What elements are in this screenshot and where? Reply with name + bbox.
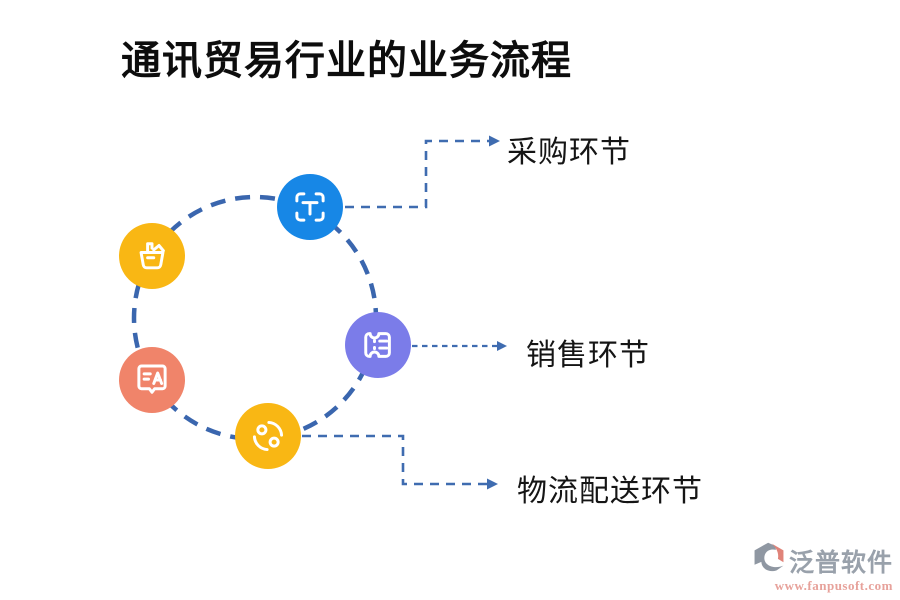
sync-cycle-icon <box>247 415 289 457</box>
fanpu-logo-icon <box>751 541 787 580</box>
procurement-arrow-icon <box>489 135 500 147</box>
sales-arrow-icon <box>497 341 507 351</box>
node-procurement <box>277 174 343 240</box>
page-title: 通讯贸易行业的业务流程 <box>121 38 572 83</box>
watermark-brand: 泛普软件 <box>788 549 893 577</box>
ticket-list-icon <box>357 324 399 366</box>
node-chat-translate <box>119 347 185 413</box>
procurement-connector-line <box>345 139 489 209</box>
node-sales <box>345 312 411 378</box>
logistics-connector-line <box>302 434 487 486</box>
chat-translate-icon <box>131 359 173 401</box>
node-basket <box>119 223 185 289</box>
text-scan-icon <box>289 186 331 228</box>
logistics-arrow-icon <box>487 478 498 490</box>
watermark-url: www.fanpusoft.com <box>774 578 893 593</box>
shopping-basket-icon <box>131 235 173 277</box>
watermark: 泛普软件 www.fanpusoft.com <box>751 541 893 594</box>
node-logistics <box>235 403 301 469</box>
label-sales: 销售环节 <box>526 339 650 372</box>
label-procurement: 采购环节 <box>507 136 631 169</box>
label-logistics: 物流配送环节 <box>517 475 703 508</box>
